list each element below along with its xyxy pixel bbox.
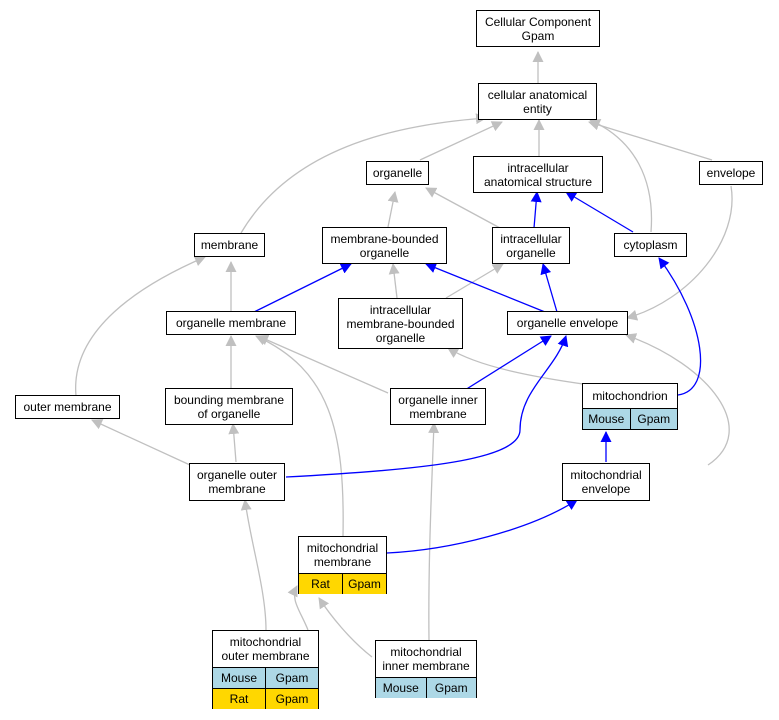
edge-organelle-cae bbox=[419, 121, 503, 161]
annotation-row: Mouse Gpam bbox=[213, 668, 318, 688]
edge-mimm-mm bbox=[318, 597, 373, 658]
node-intracellular-anatomical-structure[interactable]: intracellular anatomical structure bbox=[473, 156, 603, 193]
edge-envelope-oenv bbox=[625, 333, 730, 466]
edge-mito-imbo bbox=[447, 347, 591, 386]
edge-oenv-mbo bbox=[425, 262, 546, 313]
edge-oom-outer bbox=[91, 419, 191, 466]
edge-io-ias bbox=[530, 191, 542, 229]
annotation-row: Rat Gpam bbox=[299, 574, 386, 594]
node-organelle[interactable]: organelle bbox=[366, 161, 429, 185]
node-title: mitochondrial inner membrane bbox=[376, 641, 476, 678]
node-bounding-membrane-of-organelle[interactable]: bounding membrane of organelle bbox=[165, 388, 293, 425]
annotation-row: Mouse Gpam bbox=[376, 678, 476, 698]
edge-mbo-organelle bbox=[387, 191, 399, 228]
edge-imbo-mbo bbox=[388, 263, 400, 299]
node-envelope[interactable]: envelope bbox=[699, 161, 763, 185]
edge-mm-menv bbox=[386, 499, 578, 554]
edge-oom-bmo bbox=[228, 423, 240, 463]
node-title: mitochondrial membrane bbox=[299, 537, 386, 574]
species-cell-mouse: Mouse bbox=[376, 678, 426, 698]
node-cytoplasm[interactable]: cytoplasm bbox=[614, 233, 687, 257]
species-cell-mouse: Mouse bbox=[583, 409, 630, 429]
gene-cell: Gpam bbox=[342, 574, 386, 594]
node-organelle-envelope[interactable]: organelle envelope bbox=[507, 311, 628, 335]
edge-oom-oenv bbox=[285, 335, 569, 478]
node-cellular-component-root[interactable]: Cellular Component Gpam bbox=[476, 10, 600, 47]
node-organelle-inner-membrane[interactable]: organelle inner membrane bbox=[390, 388, 486, 425]
gene-cell: Gpam bbox=[265, 668, 318, 688]
edge-io-organelle bbox=[425, 187, 501, 229]
node-cellular-anatomical-entity[interactable]: cellular anatomical entity bbox=[478, 83, 597, 120]
edge-outer-membrane bbox=[75, 255, 206, 397]
node-organelle-outer-membrane[interactable]: organelle outer membrane bbox=[189, 463, 285, 501]
gene-cell: Gpam bbox=[629, 409, 677, 429]
annotation-row: Mouse Gpam bbox=[583, 409, 677, 429]
gene-cell: Gpam bbox=[425, 678, 476, 698]
edge-env-envelope bbox=[626, 185, 733, 321]
node-membrane-bounded-organelle[interactable]: membrane-bounded organelle bbox=[322, 227, 447, 264]
edge-oenv-io bbox=[540, 263, 558, 313]
node-organelle-membrane[interactable]: organelle membrane bbox=[166, 311, 296, 335]
edge-oim-oenv bbox=[464, 335, 552, 391]
node-mitochondrial-envelope[interactable]: mitochondrial envelope bbox=[562, 463, 650, 501]
node-title: mitochondrion bbox=[583, 384, 677, 409]
node-mitochondrial-outer-membrane[interactable]: mitochondrial outer membrane Mouse Gpam … bbox=[212, 630, 319, 709]
edge-mito-cyto bbox=[658, 257, 702, 396]
species-cell-rat: Rat bbox=[213, 689, 265, 709]
gene-cell: Gpam bbox=[265, 689, 318, 709]
edge-momm-mm bbox=[287, 585, 309, 631]
edge-mimm-oim bbox=[428, 422, 440, 641]
edge-membrane-cae bbox=[240, 113, 487, 234]
edge-envelope-cae bbox=[588, 119, 713, 161]
annotation-row: Rat Gpam bbox=[213, 688, 318, 709]
species-cell-rat: Rat bbox=[299, 574, 342, 594]
node-intracellular-organelle[interactable]: intracellular organelle bbox=[492, 227, 570, 264]
edge-mm-om bbox=[255, 335, 344, 537]
edge-cytoplasm-cae bbox=[589, 119, 653, 233]
node-membrane[interactable]: membrane bbox=[194, 233, 265, 257]
node-mitochondrial-inner-membrane[interactable]: mitochondrial inner membrane Mouse Gpam bbox=[375, 640, 477, 698]
species-cell-mouse: Mouse bbox=[213, 668, 265, 688]
edge-oim-om bbox=[257, 334, 389, 394]
edge-cyto-ias bbox=[565, 191, 634, 233]
edge-om-mbo bbox=[253, 263, 352, 313]
edge-imbo-io bbox=[445, 263, 504, 299]
node-mitochondrial-membrane[interactable]: mitochondrial membrane Rat Gpam bbox=[298, 536, 387, 594]
node-mitochondrion[interactable]: mitochondrion Mouse Gpam bbox=[582, 383, 678, 430]
edge-momm-oom bbox=[240, 499, 267, 631]
node-intracellular-membrane-bounded-organelle[interactable]: intracellular membrane-bounded organelle bbox=[338, 298, 463, 349]
node-outer-membrane[interactable]: outer membrane bbox=[15, 395, 120, 419]
node-title: mitochondrial outer membrane bbox=[213, 631, 318, 668]
